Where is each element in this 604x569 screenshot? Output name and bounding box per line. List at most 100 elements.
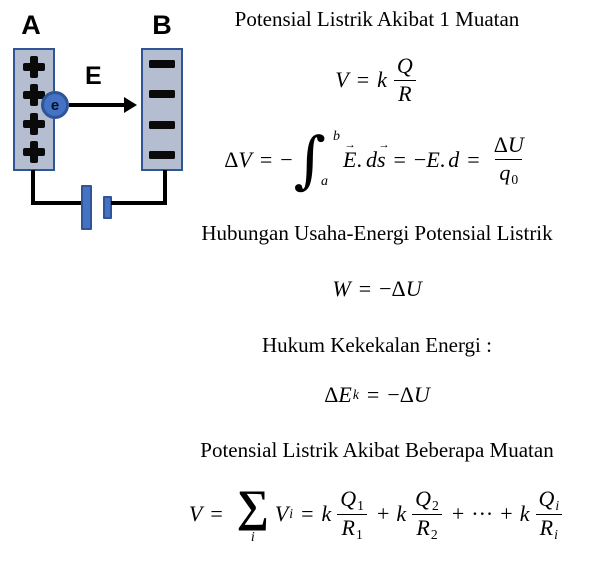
math-symbol: V: [274, 501, 289, 527]
upper-limit: b: [332, 129, 340, 144]
math-symbol: Q: [538, 485, 555, 511]
math-subscript: k: [352, 387, 359, 403]
fraction: Q2 R2: [411, 486, 443, 543]
heading-potential-multiple-charges: Potensial Listrik Akibat Beberapa Muatan: [200, 438, 554, 462]
fraction-denominator: R2: [412, 514, 442, 543]
sigma-sign: ∑: [236, 481, 269, 531]
vector-s: → s: [377, 139, 390, 173]
fraction: ΔU q0: [490, 132, 528, 187]
math-symbol: .: [356, 146, 362, 172]
electron: e: [41, 91, 69, 119]
plus-charge-icon: [23, 140, 45, 163]
wire-left-horizontal: [31, 201, 83, 205]
math-symbol: R: [539, 515, 554, 540]
summation: ∑ i: [237, 484, 269, 545]
math-symbol: k: [519, 501, 530, 527]
math-symbol: =: [358, 276, 372, 301]
math-symbol: R: [416, 515, 430, 540]
plus-charge-icon: [23, 84, 45, 107]
wire-right-horizontal: [111, 201, 167, 205]
vector-e: → E: [342, 139, 357, 173]
math-symbol: U: [405, 276, 422, 301]
math-symbol: R: [394, 79, 416, 107]
wire-left-vertical: [31, 170, 35, 205]
math-symbol: E: [342, 146, 357, 172]
plate-a-label: A: [21, 10, 41, 40]
math-symbol: R: [341, 515, 355, 540]
sum-index: i: [250, 530, 255, 545]
math-subscript: i: [289, 506, 294, 522]
math-symbol: V: [188, 501, 203, 527]
math-subscript: 2: [430, 527, 438, 543]
math-symbol: Q: [340, 485, 357, 511]
minus-charge-icon: [149, 90, 175, 99]
fraction-denominator: Ri: [535, 514, 562, 543]
plate-b-label: B: [152, 10, 172, 40]
fraction-numerator: ΔU: [490, 132, 528, 159]
formula-potential-multiple: V = ∑ i V i = k Q1 R1 + k Q2 R2 + ··· + …: [150, 484, 604, 545]
math-subscript: 2: [432, 497, 439, 513]
fraction-denominator: q0: [495, 158, 523, 187]
field-label: E: [85, 62, 102, 90]
formula-kinetic-energy: Δ E k = −Δ U: [150, 382, 604, 408]
plus-charge-icon: [23, 112, 45, 135]
minus-charge-icon: [149, 60, 175, 68]
math-symbol: W: [332, 276, 351, 301]
fraction-numerator: Q1: [336, 485, 368, 514]
math-symbol: −Δ: [379, 276, 406, 301]
math-symbol: =: [366, 382, 380, 407]
math-symbol: Q: [396, 53, 413, 78]
math-symbol: =: [393, 146, 406, 172]
fraction-numerator: Q2: [411, 486, 443, 514]
math-symbol: U: [507, 132, 524, 158]
formula-potential-difference: Δ V = − ∫ b a → E . d → s = − E . d = ΔU…: [150, 129, 604, 191]
math-symbol: =: [210, 501, 223, 527]
math-symbol: E: [338, 382, 352, 407]
heading-work-energy-relation: Hubungan Usaha-Energi Potensial Listrik: [201, 221, 553, 245]
math-symbol: Δ: [493, 132, 508, 158]
math-symbol: k: [377, 66, 387, 92]
math-subscript: 0: [511, 171, 519, 187]
math-symbol: +: [500, 501, 513, 527]
battery-short-plate: [103, 196, 112, 219]
math-symbol: −: [413, 146, 427, 172]
field-arrow: [69, 103, 126, 107]
math-symbol: =: [259, 146, 273, 172]
fraction: Q1 R1: [336, 485, 368, 543]
math-symbol: −: [280, 146, 293, 172]
math-subscript: i: [555, 497, 560, 513]
math-symbol: +: [451, 501, 465, 527]
math-symbol: =: [467, 146, 480, 172]
math-symbol: −Δ: [387, 382, 414, 407]
integral-limits: b a: [321, 129, 340, 191]
fraction: Qi Ri: [534, 485, 563, 543]
math-symbol: k: [396, 501, 407, 527]
battery-long-plate: [81, 185, 92, 230]
minus-charge-icon: [149, 120, 175, 129]
math-symbol: +: [376, 501, 390, 527]
ellipsis: ···: [471, 501, 494, 527]
math-symbol: q: [499, 159, 511, 185]
minus-charge-icon: [149, 150, 175, 159]
math-subscript: 1: [355, 527, 363, 543]
math-symbol: =: [301, 501, 314, 527]
fraction-denominator: R1: [337, 514, 367, 543]
math-symbol: V: [238, 146, 252, 172]
fraction: Q R: [393, 53, 417, 107]
math-symbol: .: [439, 146, 446, 172]
math-symbol: =: [356, 66, 370, 92]
integral-sign: ∫: [293, 123, 326, 196]
formula-work: W = −Δ U: [150, 276, 604, 302]
plus-charge-icon: [23, 56, 45, 78]
math-subscript: i: [554, 527, 558, 543]
formula-potential-single: V = k Q R: [150, 53, 604, 107]
math-symbol: U: [413, 382, 430, 407]
vector-arrow-icon: →: [378, 138, 390, 151]
math-symbol: d: [448, 146, 460, 172]
field-arrow-head-icon: [124, 97, 137, 113]
math-symbol: Δ: [224, 146, 239, 172]
math-symbol: k: [321, 501, 332, 527]
vector-arrow-icon: →: [344, 138, 356, 151]
heading-potential-single-charge: Potensial Listrik Akibat 1 Muatan: [234, 7, 520, 31]
integral: ∫ b a: [294, 129, 340, 191]
